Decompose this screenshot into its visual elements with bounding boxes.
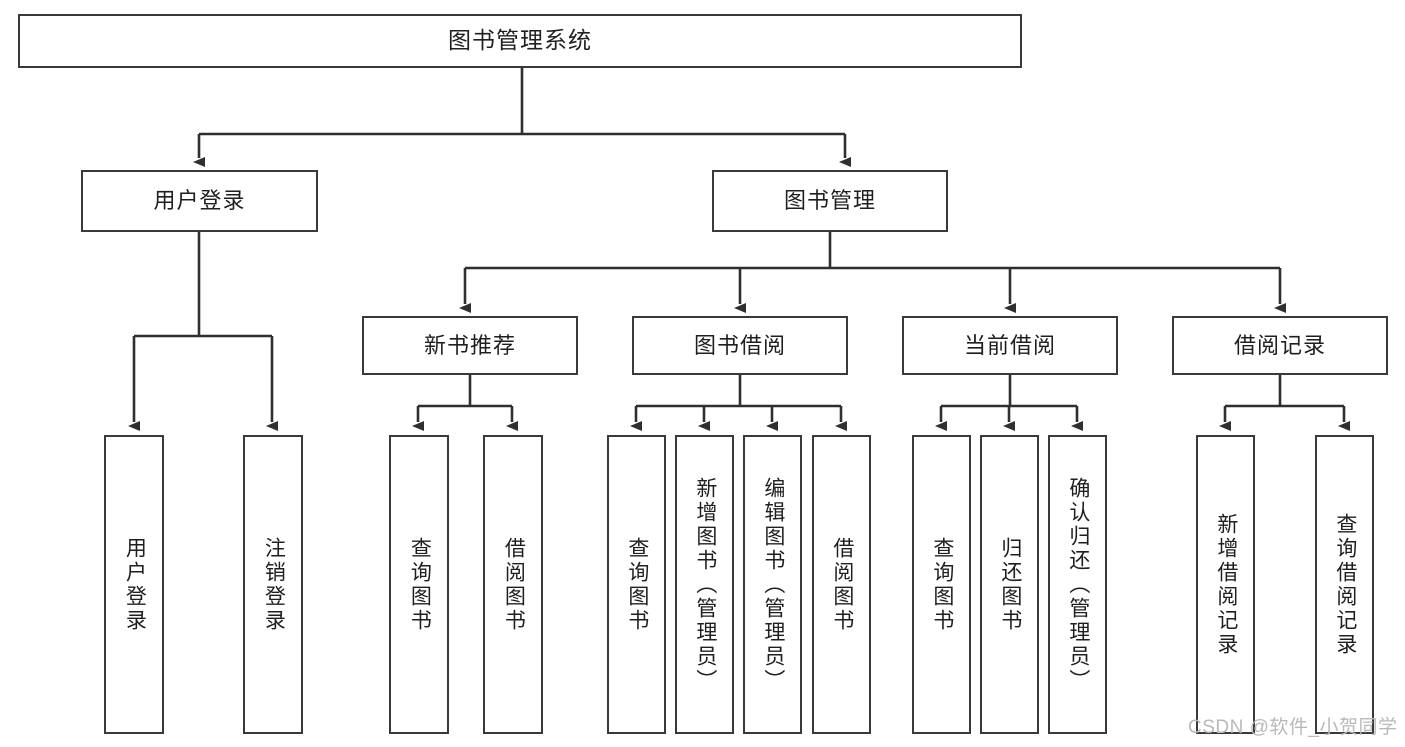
leaf-user-login-logout[interactable]: 注销登录 — [243, 435, 303, 734]
leaf-current-return-book[interactable]: 归还图书 — [980, 435, 1039, 734]
node-label: 新书推荐 — [423, 332, 516, 358]
node-label: 编辑图书（管理员） — [761, 476, 785, 693]
node-label: 图书借阅 — [693, 332, 786, 358]
leaf-current-query-book[interactable]: 查询图书 — [912, 435, 971, 734]
csdn-watermark: CSDN @软件_小贺同学 — [1188, 717, 1398, 738]
node-label: 图书管理 — [783, 188, 876, 214]
node-root-system[interactable]: 图书管理系统 — [18, 14, 1022, 68]
node-new-book-recommend[interactable]: 新书推荐 — [362, 316, 578, 375]
node-book-management[interactable]: 图书管理 — [712, 170, 948, 232]
node-label: 借阅图书 — [502, 536, 526, 633]
leaf-new-book-query[interactable]: 查询图书 — [389, 435, 449, 734]
leaf-borrow-add-book[interactable]: 新增图书（管理员） — [675, 435, 734, 734]
leaf-records-query-record[interactable]: 查询借阅记录 — [1315, 435, 1374, 734]
node-label: 借阅图书 — [830, 536, 854, 633]
leaf-records-add-record[interactable]: 新增借阅记录 — [1196, 435, 1255, 734]
node-label: 用户登录 — [153, 188, 246, 214]
node-label: 图书管理系统 — [448, 27, 592, 54]
node-label: 注销登录 — [262, 536, 286, 633]
leaf-current-confirm-return[interactable]: 确认归还（管理员） — [1048, 435, 1107, 734]
node-current-borrow[interactable]: 当前借阅 — [902, 316, 1118, 375]
leaf-borrow-edit-book[interactable]: 编辑图书（管理员） — [743, 435, 802, 734]
leaf-borrow-query-book[interactable]: 查询图书 — [607, 435, 666, 734]
node-user-login[interactable]: 用户登录 — [81, 170, 318, 232]
node-label: 新增借阅记录 — [1214, 512, 1238, 657]
leaf-borrow-borrow-book[interactable]: 借阅图书 — [812, 435, 871, 734]
leaf-user-login-login[interactable]: 用户登录 — [104, 435, 164, 734]
node-label: 当前借阅 — [963, 332, 1056, 358]
node-label: 查询图书 — [930, 536, 954, 633]
node-label: 用户登录 — [123, 536, 147, 633]
node-book-borrow[interactable]: 图书借阅 — [632, 316, 848, 375]
node-label: 确认归还（管理员） — [1066, 476, 1090, 693]
node-label: 查询借阅记录 — [1333, 512, 1357, 657]
leaf-new-book-borrow[interactable]: 借阅图书 — [483, 435, 543, 734]
node-label: 新增图书（管理员） — [693, 476, 717, 693]
node-borrow-records[interactable]: 借阅记录 — [1172, 316, 1388, 375]
node-label: 查询图书 — [408, 536, 432, 633]
node-label: 归还图书 — [998, 536, 1022, 633]
node-label: 查询图书 — [625, 536, 649, 633]
node-label: 借阅记录 — [1233, 332, 1326, 358]
